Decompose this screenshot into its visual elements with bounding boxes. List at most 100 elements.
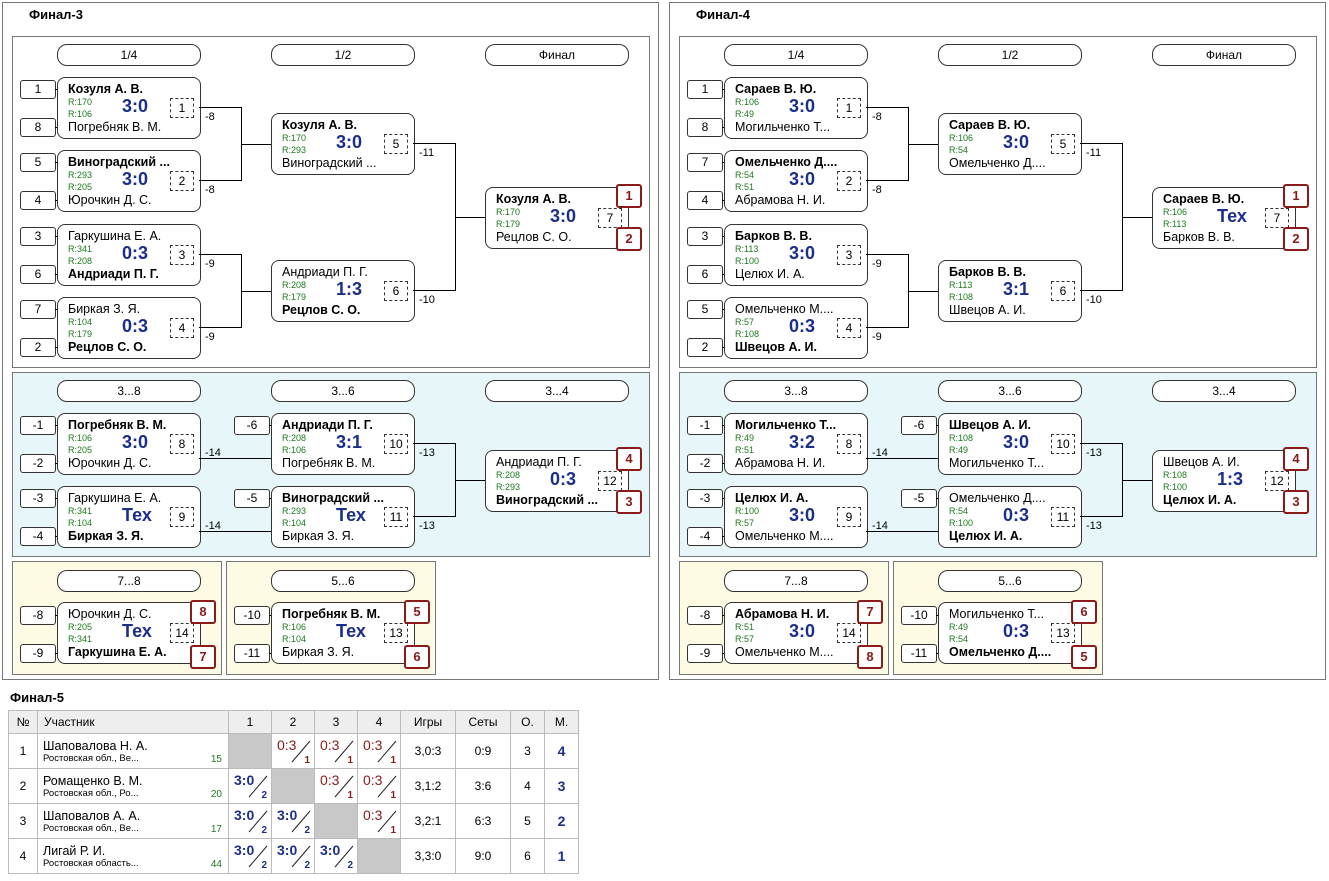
player-2-name[interactable]: Биркая З. Я. [282, 529, 355, 543]
player-1-name[interactable]: Швецов А. И. [949, 418, 1031, 432]
participant-cell[interactable]: Шаповалов А. А.Ростовская обл., Ве...17 [37, 803, 229, 839]
player-2-name[interactable]: Гаркушина Е. А. [68, 645, 167, 659]
player-2-name[interactable]: Целюх И. А. [1163, 493, 1237, 507]
player-1-name[interactable]: Погребняк В. М. [68, 418, 167, 432]
player-1-name[interactable]: Омельченко Д.... [735, 155, 838, 169]
player-1-name[interactable]: Целюх И. А. [735, 491, 809, 505]
player-2-name[interactable]: Погребняк В. М. [68, 120, 162, 134]
player-2-name[interactable]: Андриади П. Г. [68, 267, 159, 281]
player-2-name[interactable]: Швецов А. И. [949, 303, 1026, 317]
player-1-name[interactable]: Гаркушина Е. А. [68, 229, 162, 243]
player-1-name[interactable]: Погребняк В. М. [282, 607, 381, 621]
player-1-name[interactable]: Андриади П. Г. [282, 265, 368, 279]
player-2-name[interactable]: Омельченко Д.... [949, 156, 1046, 170]
player-2-name[interactable]: Барков В. В. [1163, 230, 1235, 244]
player-2-name[interactable]: Омельченко М.... [735, 645, 834, 659]
player-1-name[interactable]: Андриади П. Г. [496, 455, 582, 469]
player-1-name[interactable]: Омельченко Д.... [949, 491, 1046, 505]
participant-name[interactable]: Ромащенко В. М. [43, 773, 143, 788]
player-1-name[interactable]: Гаркушина Е. А. [68, 491, 162, 505]
participant-cell[interactable]: Ромащенко В. М.Ростовская обл., Ро...20 [37, 768, 229, 804]
player-1-name[interactable]: Андриади П. Г. [282, 418, 373, 432]
player-1-name[interactable]: Могильченко Т... [735, 418, 837, 432]
participant-name[interactable]: Шаповалов А. А. [43, 808, 141, 823]
player-2-name[interactable]: Целюх И. А. [735, 267, 805, 281]
player-1-name[interactable]: Сараев В. Ю. [735, 82, 817, 96]
player-2-name[interactable]: Погребняк В. М. [282, 456, 376, 470]
player-1-name[interactable]: Барков В. В. [949, 265, 1026, 279]
player-2-name[interactable]: Рецлов С. О. [282, 303, 361, 317]
player-1-name[interactable]: Козуля А. В. [496, 192, 571, 206]
player-2-name[interactable]: Швецов А. И. [735, 340, 817, 354]
player-2-name[interactable]: Абрамова Н. И. [735, 193, 826, 207]
player-1-name[interactable]: Швецов А. И. [1163, 455, 1240, 469]
player-1-name[interactable]: Сараев В. Ю. [1163, 192, 1245, 206]
player-2-name[interactable]: Биркая З. Я. [282, 645, 355, 659]
player-1-name[interactable]: Могильченко Т... [949, 607, 1045, 621]
player-2-name[interactable]: Целюх И. А. [949, 529, 1023, 543]
player-1-name[interactable]: Барков В. В. [735, 229, 812, 243]
player-2-name[interactable]: Могильченко Т... [735, 120, 831, 134]
player-2-name[interactable]: Биркая З. Я. [68, 529, 144, 543]
player-2-name[interactable]: Юрочкин Д. С. [68, 193, 152, 207]
participant-name[interactable]: Шаповалова Н. А. [43, 738, 148, 753]
participant-cell[interactable]: Лигай Р. И.Ростовская область...44 [37, 838, 229, 874]
player-2-name[interactable]: Виноградский ... [282, 156, 377, 170]
participant-name[interactable]: Лигай Р. И. [43, 843, 106, 858]
player-2-name[interactable]: Омельченко М.... [735, 529, 834, 543]
player-1-name[interactable]: Козуля А. В. [68, 82, 143, 96]
player-1-name[interactable]: Сараев В. Ю. [949, 118, 1031, 132]
player-2-name[interactable]: Рецлов С. О. [496, 230, 572, 244]
player-2-name[interactable]: Абрамова Н. И. [735, 456, 826, 470]
player-1-name[interactable]: Виноградский ... [282, 491, 384, 505]
player-1-name[interactable]: Абрамова Н. И. [735, 607, 830, 621]
player-2-name[interactable]: Омельченко Д.... [949, 645, 1052, 659]
player-1-name[interactable]: Козуля А. В. [282, 118, 357, 132]
player-1-name[interactable]: Биркая З. Я. [68, 302, 141, 316]
player-2-name[interactable]: Могильченко Т... [949, 456, 1045, 470]
player-2-name[interactable]: Рецлов С. О. [68, 340, 147, 354]
player-2-name[interactable]: Виноградский ... [496, 493, 598, 507]
player-1-name[interactable]: Юрочкин Д. С. [68, 607, 152, 621]
player-1-name[interactable]: Омельченко М.... [735, 302, 834, 316]
